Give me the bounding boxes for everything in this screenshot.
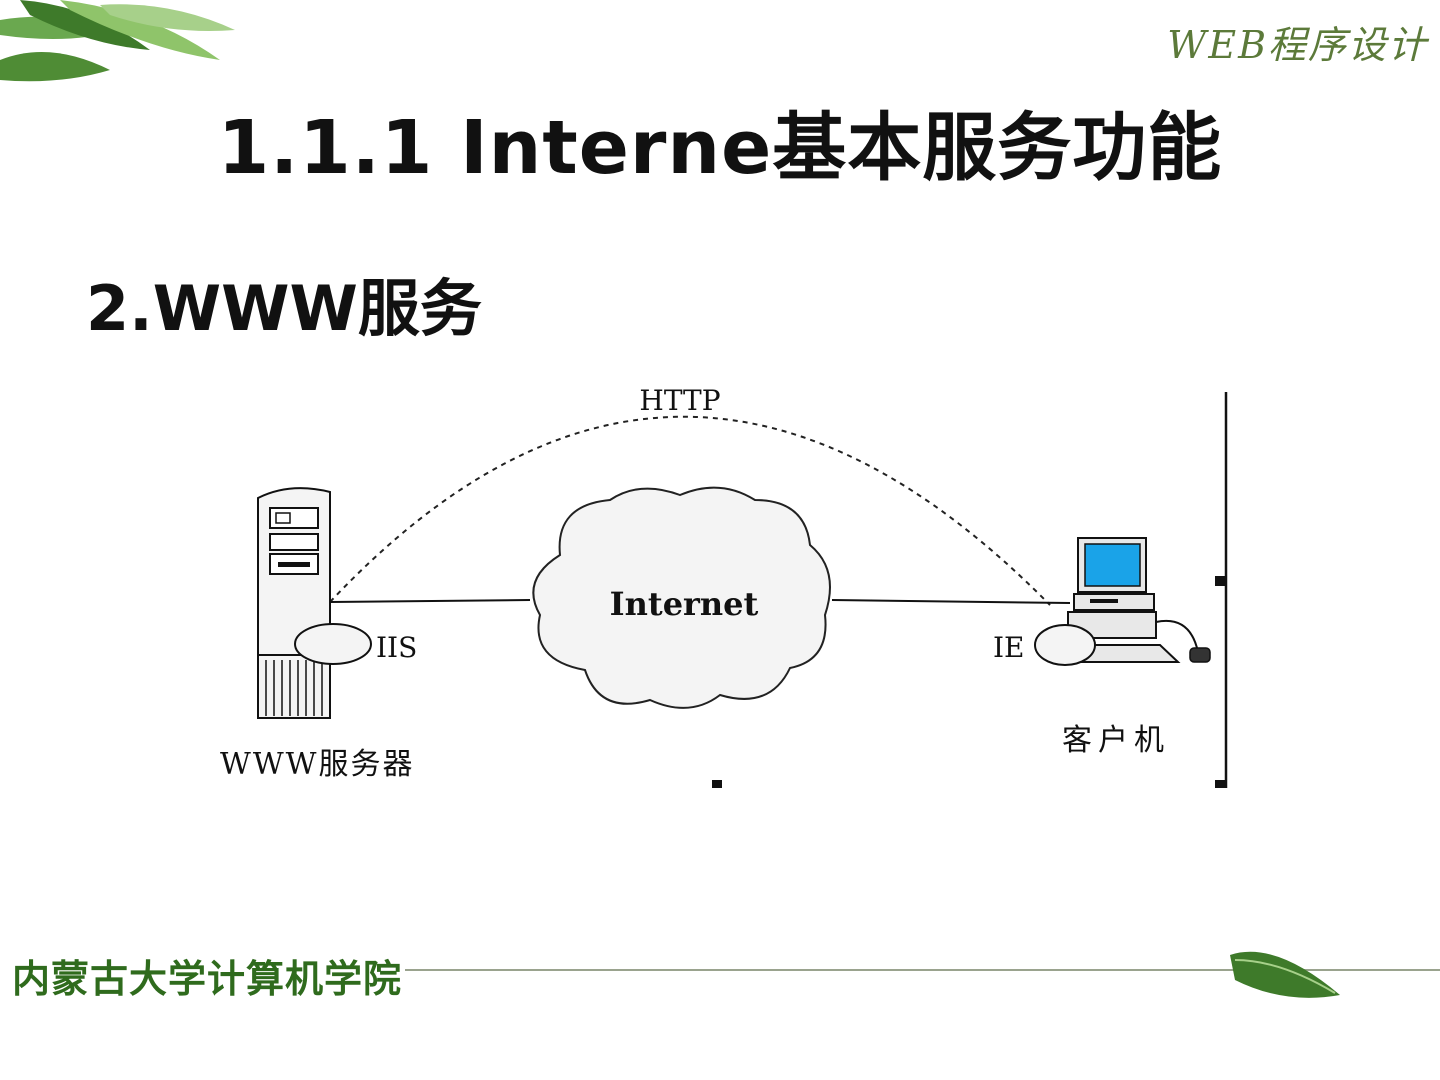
slide-title: 1.1.1 Interne基本服务功能 — [217, 105, 1223, 191]
server-caption: WWW服务器 — [220, 747, 415, 782]
leaf-decoration — [1230, 951, 1340, 998]
institution-label: 内蒙古大学计算机学院 — [12, 957, 403, 1001]
ie-label: IE — [993, 631, 1025, 664]
iis-ellipse — [294, 623, 372, 665]
section-heading: 2.WWW服务 — [86, 272, 482, 345]
ie-ellipse — [1034, 624, 1096, 666]
frame-handle — [712, 780, 722, 788]
course-header: WEB程序设计 — [1167, 23, 1428, 67]
leaves-decoration — [0, 0, 235, 82]
http-connection-arc — [329, 415, 1051, 606]
frame-handle — [1215, 576, 1225, 586]
internet-cloud — [532, 486, 831, 709]
server-icon — [257, 487, 331, 719]
server-link-line — [329, 599, 531, 603]
client-link-line — [831, 599, 1071, 604]
http-label: HTTP — [639, 384, 720, 417]
client-caption: 客户机 — [1062, 723, 1170, 758]
internet-label: Internet — [610, 585, 759, 623]
iis-label: IIS — [376, 631, 417, 664]
client-computer-icon — [1067, 537, 1211, 663]
frame-handle — [1215, 780, 1225, 788]
footer-divider — [405, 969, 1440, 971]
